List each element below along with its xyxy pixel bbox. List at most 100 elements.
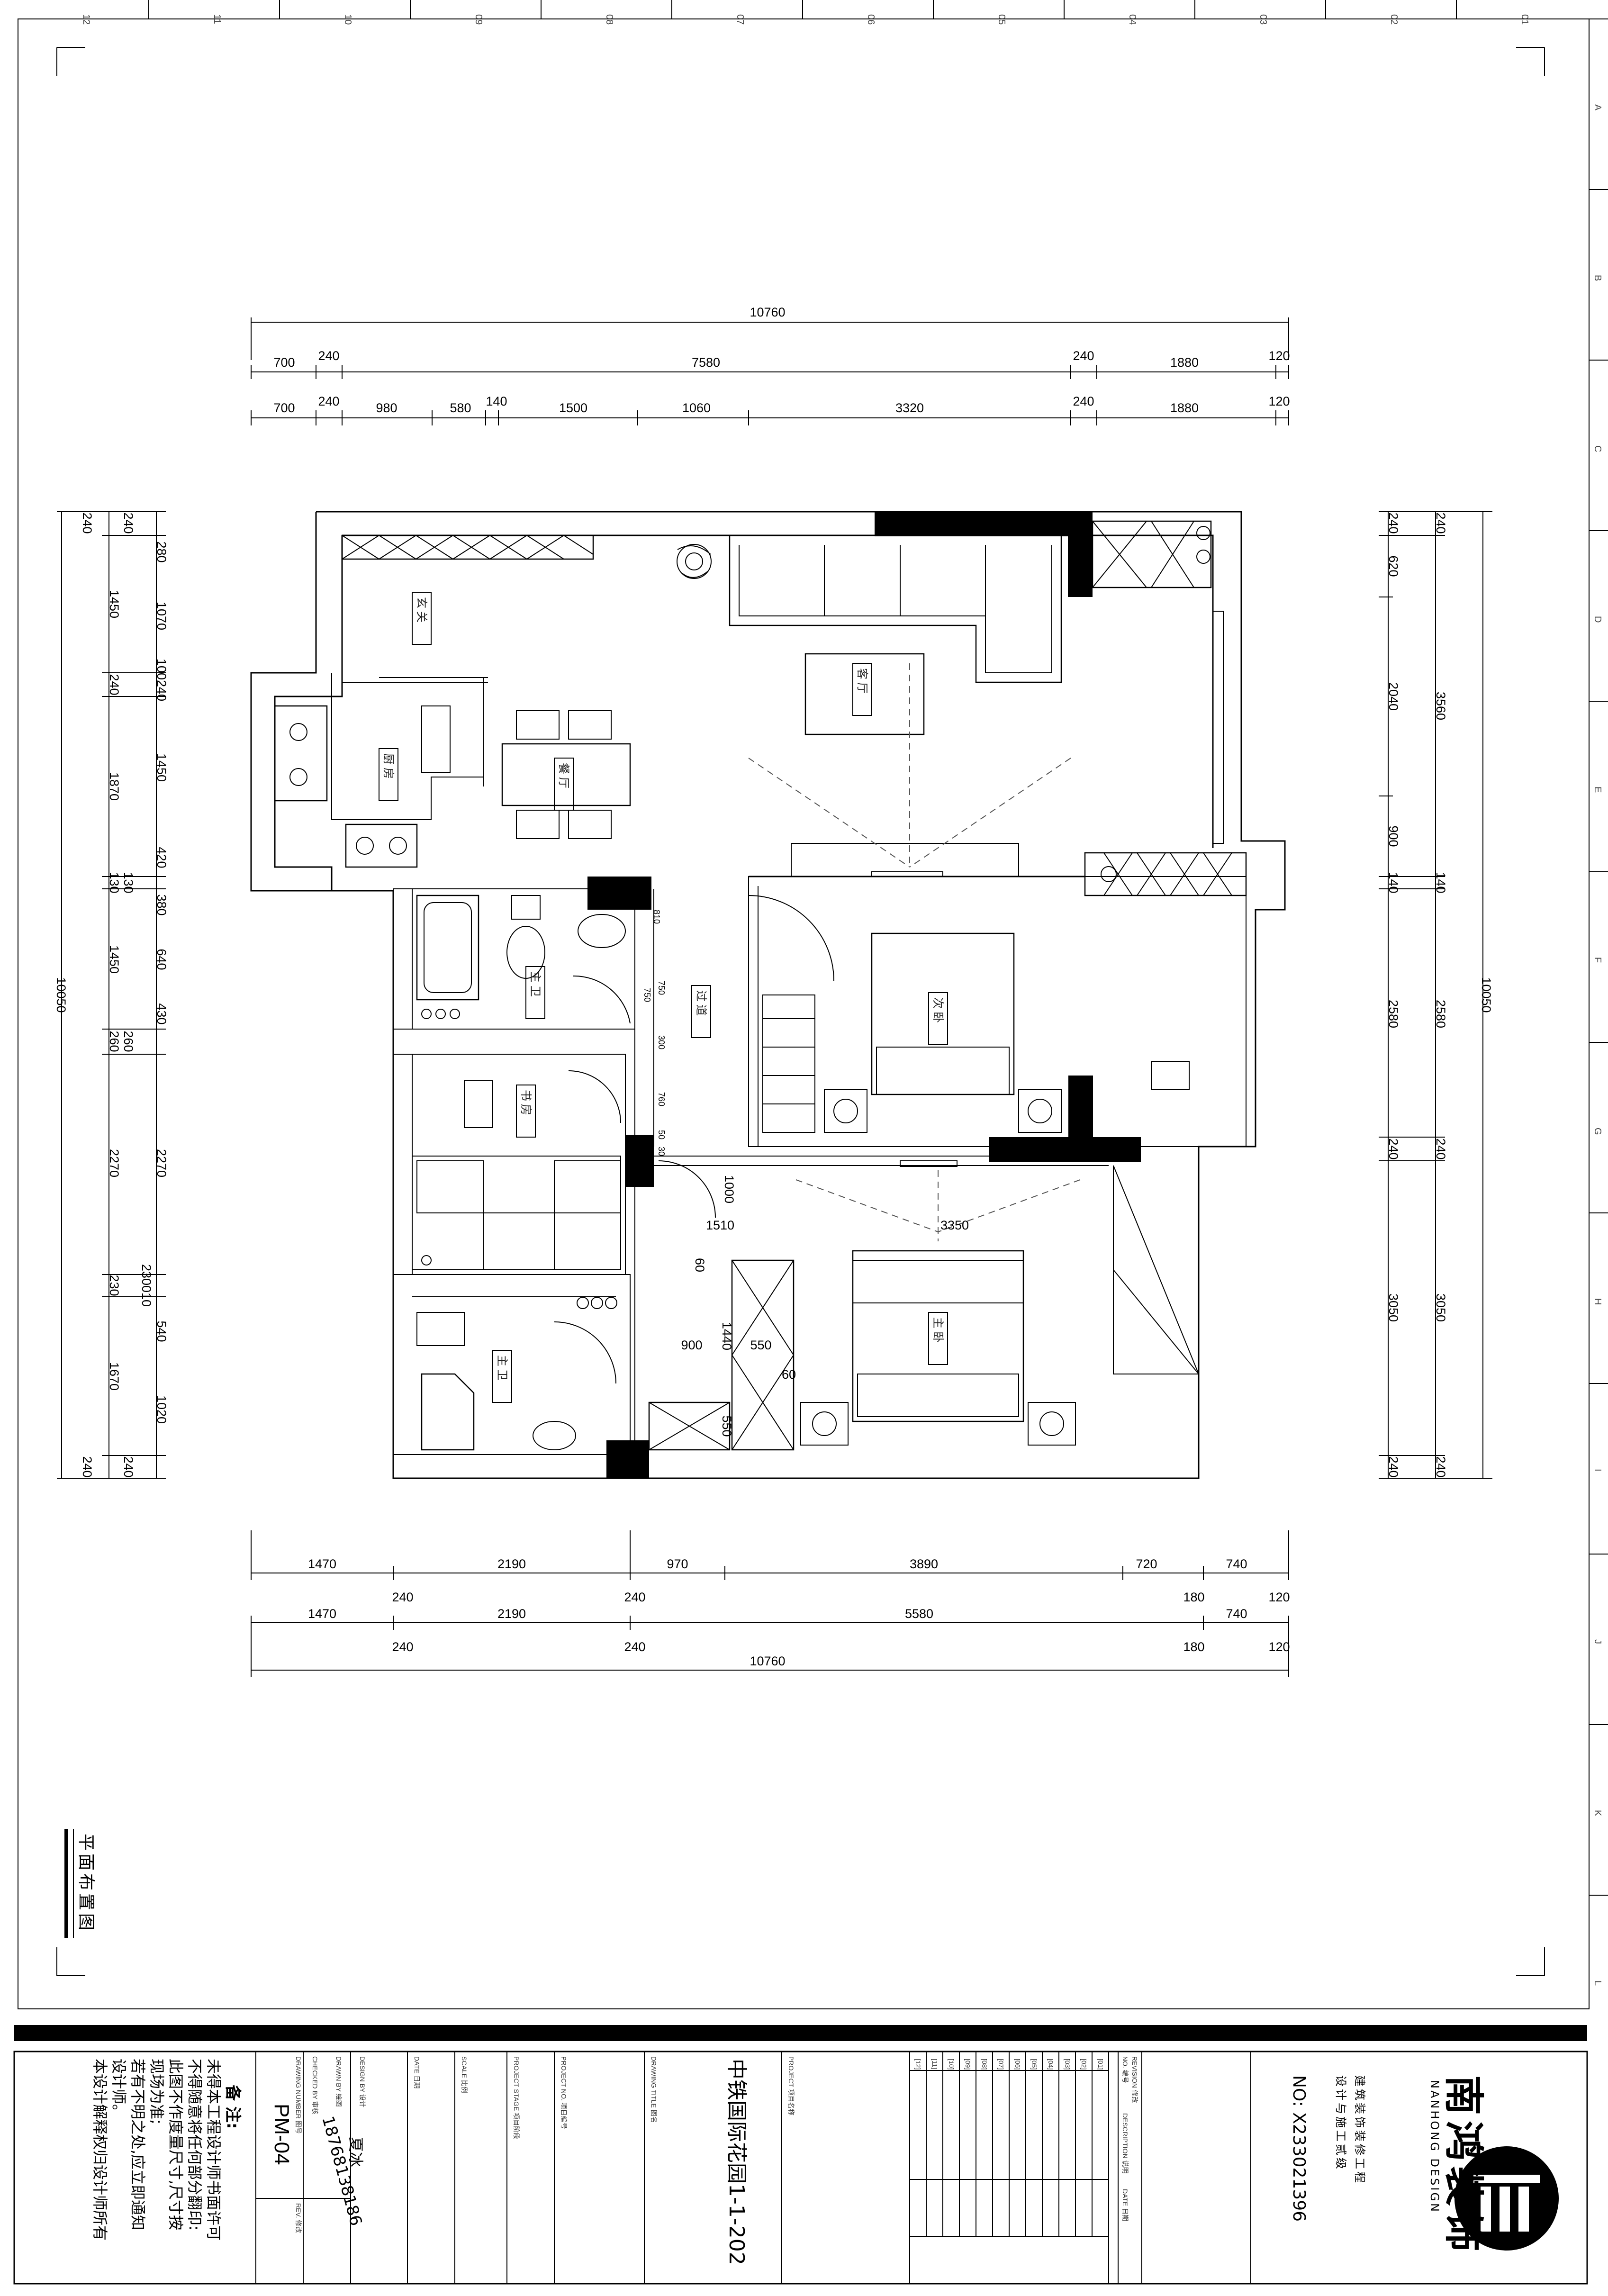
svg-text:08: 08: [604, 14, 614, 25]
svg-text:2040: 2040: [1386, 682, 1400, 711]
svg-text:740: 740: [1226, 1557, 1247, 1571]
svg-text:180: 180: [1183, 1590, 1204, 1604]
secondary-bed: [824, 932, 1190, 1133]
svg-text:此图不作度量尺寸,尺寸按: 此图不作度量尺寸,尺寸按: [167, 2059, 185, 2230]
svg-text:未得本工程设计师书面许可: 未得本工程设计师书面许可: [205, 2059, 223, 2241]
svg-text:E: E: [1592, 786, 1603, 793]
svg-text:F: F: [1592, 957, 1603, 963]
svg-text:07: 07: [735, 14, 745, 25]
svg-text:A: A: [1592, 104, 1603, 111]
svg-text:280: 280: [154, 541, 169, 562]
svg-text:I: I: [1592, 1469, 1603, 1472]
svg-text:50: 50: [657, 1130, 666, 1139]
svg-text:[07]: [07]: [997, 2059, 1005, 2070]
ceiling-lines-living: [748, 663, 1071, 868]
svg-text:620: 620: [1386, 555, 1400, 577]
dimensions-bottom: 1470 2190 970 3890 720 740 240 240 180 1…: [251, 1530, 1290, 1677]
svg-text:240: 240: [624, 1590, 645, 1604]
svg-text:DRAWING NUMBER 图号: DRAWING NUMBER 图号: [295, 2056, 302, 2134]
svg-text:260: 260: [121, 1030, 136, 1052]
dimensions-left: 240 1450 240 1870 130 1450 260 2270 230 …: [54, 511, 169, 1479]
svg-text:550: 550: [720, 1415, 734, 1437]
svg-text:CHECKED BY 审核: CHECKED BY 审核: [311, 2056, 319, 2115]
svg-text:240: 240: [392, 1590, 413, 1604]
svg-text:[02]: [02]: [1080, 2059, 1088, 2070]
svg-text:240: 240: [392, 1640, 413, 1654]
svg-text:[01]: [01]: [1097, 2059, 1104, 2070]
company-name-en: NANHONG DESIGN: [1428, 2080, 1441, 2214]
room-label-kitchen: 厨房: [382, 753, 395, 782]
svg-text:DATE 日期: DATE 日期: [1121, 2189, 1129, 2221]
svg-text:[09]: [09]: [964, 2059, 972, 2070]
svg-text:1000: 1000: [722, 1175, 736, 1203]
svg-text:7580: 7580: [692, 355, 720, 370]
svg-text:DRAWN BY 绘图: DRAWN BY 绘图: [335, 2056, 343, 2107]
sheet-frame: [18, 0, 1608, 2009]
svg-text:DRAWING TITLE 图名: DRAWING TITLE 图名: [650, 2056, 658, 2123]
room-label-foyer: 玄关: [415, 597, 428, 625]
svg-text:1070: 1070: [154, 602, 169, 630]
svg-text:[12]: [12]: [914, 2059, 922, 2070]
svg-text:[10]: [10]: [948, 2059, 955, 2070]
svg-text:D: D: [1592, 616, 1603, 623]
svg-text:2580: 2580: [1434, 1000, 1448, 1028]
svg-text:230010: 230010: [139, 1264, 154, 1307]
svg-text:1470: 1470: [308, 1607, 336, 1621]
svg-text:750: 750: [642, 988, 652, 1002]
grid-labels-right: A B C D E F G H I J K L: [1592, 104, 1603, 1986]
svg-text:L: L: [1592, 1980, 1603, 1986]
svg-text:140: 140: [486, 394, 507, 408]
plan-title: 平面布置图: [64, 1829, 96, 1938]
company-name: 南鸿装饰: [1440, 2075, 1487, 2257]
study-furniture: [412, 1070, 621, 1270]
svg-text:DESIGN BY 设计: DESIGN BY 设计: [359, 2056, 366, 2107]
svg-text:900: 900: [1386, 825, 1400, 847]
svg-text:建筑装饰装修工程: 建筑装饰装修工程: [1353, 2075, 1366, 2185]
svg-text:J: J: [1592, 1639, 1603, 1644]
svg-text:760: 760: [657, 1092, 666, 1106]
room-label-secondary-bed: 次卧: [931, 997, 945, 1026]
svg-text:[08]: [08]: [981, 2059, 988, 2070]
svg-text:3050: 3050: [1434, 1293, 1448, 1322]
svg-text:240: 240: [318, 394, 339, 408]
svg-text:240: 240: [1073, 349, 1094, 363]
svg-text:1450: 1450: [107, 945, 121, 974]
svg-text:备 注:: 备 注:: [223, 2085, 242, 2129]
svg-text:04: 04: [1127, 14, 1138, 25]
company-logo-icon: [1454, 2146, 1559, 2251]
svg-text:60: 60: [693, 1258, 707, 1272]
svg-text:现场为准;: 现场为准;: [148, 2059, 166, 2124]
svg-text:30: 30: [657, 1147, 666, 1156]
svg-text:1510: 1510: [706, 1218, 734, 1232]
svg-text:[03]: [03]: [1064, 2059, 1071, 2070]
svg-text:3320: 3320: [895, 401, 924, 415]
svg-text:120: 120: [1268, 394, 1290, 408]
svg-text:240: 240: [1073, 394, 1094, 408]
svg-text:140: 140: [1386, 872, 1400, 893]
svg-text:05: 05: [996, 14, 1007, 25]
svg-text:980: 980: [376, 401, 397, 415]
corridor-fixtures: [658, 895, 834, 1218]
room-label-study: 书房: [519, 1090, 533, 1118]
room-label-dining: 餐厅: [557, 763, 570, 791]
svg-text:240: 240: [1386, 1138, 1400, 1159]
svg-text:DESCRIPTION 说明: DESCRIPTION 说明: [1121, 2113, 1129, 2174]
svg-text:740: 740: [1226, 1607, 1247, 1621]
kitchen-counter: [274, 705, 451, 868]
svg-text:PROJECT STAGE 项目阶段: PROJECT STAGE 项目阶段: [513, 2056, 520, 2139]
svg-text:140: 140: [1434, 872, 1448, 893]
svg-text:1450: 1450: [154, 753, 169, 782]
dimensions-top: 10760 700 240 7580 240 1880 120 700 240 …: [251, 305, 1290, 425]
svg-text:G: G: [1592, 1128, 1603, 1135]
svg-text:380: 380: [154, 894, 169, 915]
tv-cabinet-living: [1084, 852, 1247, 896]
svg-text:2580: 2580: [1386, 1000, 1400, 1028]
bath2-fixtures: [416, 1297, 617, 1451]
revision-rows: [01] [02] [03] [04] [05] [06] [07] [08] …: [914, 2059, 1104, 2070]
svg-text:3350: 3350: [940, 1218, 969, 1232]
svg-text:03: 03: [1258, 14, 1268, 25]
dimensions-interior: 1000 1510 3350 60 1440 900 550 60 550 81…: [642, 910, 969, 1437]
svg-text:240: 240: [1386, 512, 1400, 533]
drawing-number: PM-04: [270, 2104, 293, 2165]
svg-text:本设计解释权归设计师所有: 本设计解释权归设计师所有: [91, 2059, 109, 2241]
